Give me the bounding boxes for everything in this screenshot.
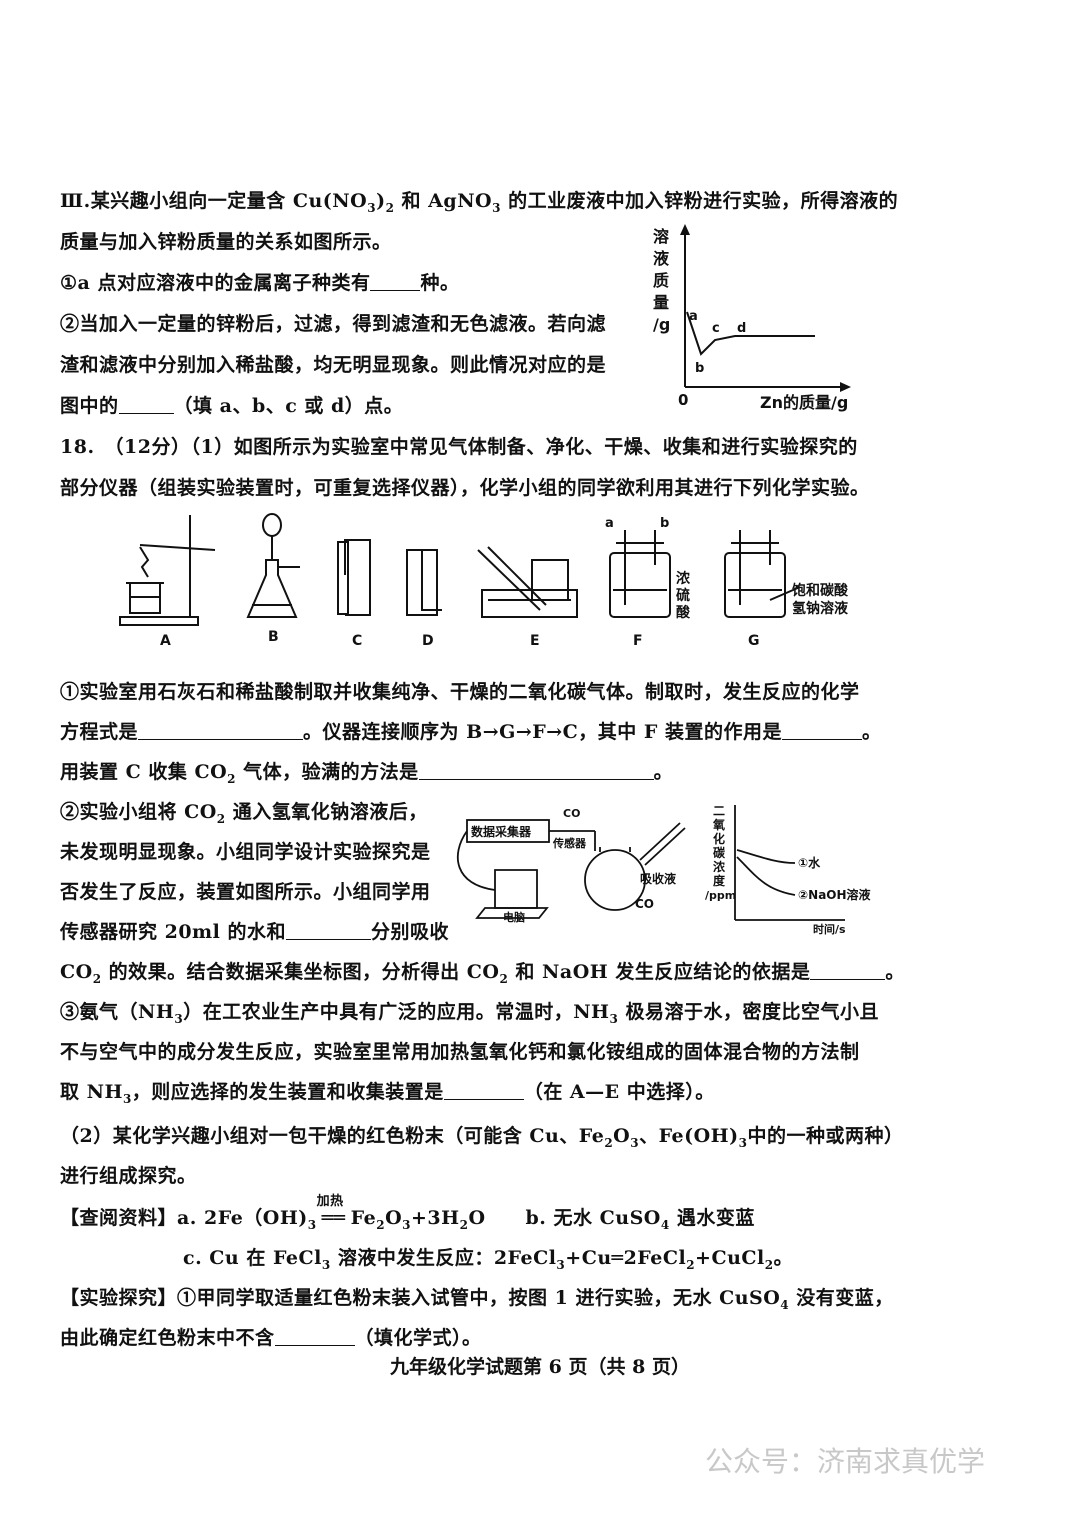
co2-sensor-label: CO [563, 807, 580, 820]
answer-blank[interactable] [810, 961, 886, 980]
page-footer: 九年级化学试题第 6 页（共 8 页） [390, 1356, 690, 1378]
svg-text:氧: 氧 [712, 817, 725, 832]
svg-text:液: 液 [653, 249, 670, 268]
point-b: b [695, 361, 704, 376]
section3-q2-line1: ②当加入一定量的锌粉后，过滤，得到滤渣和无色滤液。若向滤 [60, 313, 607, 335]
curve-water-label: ①水 [798, 855, 821, 870]
label-d: D [422, 633, 434, 649]
heat-condition: 加热 [316, 1194, 344, 1209]
svg-text:传感器: 传感器 [552, 836, 587, 850]
q18-line2: 部分仪器（组装实验装置时，可重复选择仪器），化学小组的同学欲利用其进行下列化学实… [60, 477, 870, 499]
x-axis-label: Zn的质量/g [760, 393, 848, 412]
answer-blank[interactable] [782, 721, 863, 740]
label-g: G [748, 633, 760, 649]
g-note: 饱和碳酸 [792, 582, 849, 599]
curve-naoh-label: ②NaOH溶液 [798, 887, 871, 902]
answer-blank[interactable] [138, 721, 304, 740]
answer-blank[interactable] [286, 921, 371, 940]
q18-i-line2: 方程式是。仪器连接顺序为 B→G→F→C，其中 F 装置的作用是。 [60, 721, 882, 743]
svg-text:/ppm: /ppm [705, 889, 736, 902]
label-e: E [530, 633, 540, 649]
section3-q2-line2: 渣和滤液中分别加入稀盐酸，均无明显现象。则此情况对应的是 [60, 354, 607, 376]
sensor-x-label: 时间/s [813, 922, 846, 936]
part2-line2: 进行组成探究。 [60, 1165, 197, 1187]
point-d: d [737, 321, 746, 336]
absorbent-label: 吸收液 [640, 871, 676, 886]
svg-text:化: 化 [713, 831, 725, 846]
sensor-setup-figure: 数据采集器 电脑 CO 传感器 吸收液 CO 二 氧 化 碳 浓 度 /ppm … [456, 804, 871, 936]
q18-ii-line4: 传感器研究 20ml 的水和分别吸收 [60, 921, 450, 943]
svg-text:硫: 硫 [676, 587, 690, 604]
port-a: a [605, 516, 614, 531]
computer-label: 电脑 [503, 910, 525, 924]
section3-q1: ①a 点对应溶液中的金属离子种类有种。 [60, 272, 460, 294]
watermark: 公众号：济南求真优学 [705, 1445, 986, 1478]
label-f: F [633, 633, 643, 649]
apparatus-figure: A B C D E F G a b 浓 硫 酸 饱和碳酸 氢钠溶液 [119, 513, 849, 649]
q18-ii-line1: ②实验小组将 CO2 通入氢氧化钠溶液后， [60, 801, 428, 826]
svg-text:度: 度 [713, 873, 726, 888]
svg-text:质: 质 [653, 271, 669, 290]
zinc-mass-graph: 溶 液 质 量 /g a b c d 0 Zn的质量/g [653, 224, 851, 412]
origin-label: 0 [678, 391, 688, 409]
q18-iii-line2: 不与空气中的成分发生反应，实验室里常用加热氢氧化钙和氯化铵组成的固体混合物的方法… [60, 1041, 860, 1063]
svg-text:碳: 碳 [713, 845, 726, 860]
answer-blank[interactable] [370, 272, 421, 291]
svg-text:浓: 浓 [713, 859, 726, 874]
q18-i-line1: ①实验室用石灰石和稀盐酸制取并收集纯净、干燥的二氧化碳气体。制取时，发生反应的化… [60, 681, 860, 703]
q18-ii-line3: 否发生了反应，装置如图所示。小组同学用 [60, 881, 431, 903]
q18-line1: 18. （12分）（1）如图所示为实验室中常见气体制备、净化、干燥、收集和进行实… [60, 436, 858, 458]
answer-blank[interactable] [443, 1081, 524, 1100]
q18-iii-line1: ③氨气（NH3）在工农业生产中具有广泛的应用。常温时，NH3 极易溶于水，密度比… [60, 1001, 879, 1026]
q18-iii-line3: 取 NH3，则应选择的发生装置和收集装置是（在 A—E 中选择）。 [60, 1081, 715, 1106]
experiment-line2: 由此确定红色粉末中不含（填化学式）。 [60, 1327, 482, 1349]
co2-label: CO [635, 897, 654, 911]
q18-i-line3: 用装置 C 收集 CO2 气体，验满的方法是。 [60, 761, 674, 786]
label-b: B [268, 629, 279, 645]
sensor-y-label: 二 [713, 804, 725, 818]
data-collector-label: 数据采集器 [471, 824, 532, 839]
svg-text:/g: /g [653, 315, 670, 334]
experiment-line1: 【实验探究】①甲同学取适量红色粉末装入试管中，按图 1 进行实验，无水 CuSO… [60, 1287, 894, 1312]
part2-line1: （2）某化学兴趣小组对一包干燥的红色粉末（可能含 Cu、Fe2O3、Fe(OH)… [60, 1125, 904, 1150]
answer-blank[interactable] [418, 761, 654, 780]
answer-blank[interactable] [118, 395, 174, 414]
section3-q2-line3: 图中的（填 a、b、c 或 d）点。 [60, 395, 404, 417]
svg-text:酸: 酸 [676, 604, 691, 621]
q18-ii-line2: 未发现明显现象。小组同学设计实验探究是 [60, 841, 431, 863]
port-b: b [660, 516, 669, 531]
section3-line1: Ⅲ.某兴趣小组向一定量含 Cu(NO3)2 和 AgNO3 的工业废液中加入锌粉… [60, 190, 899, 215]
point-a: a [689, 309, 698, 324]
point-c: c [712, 321, 720, 336]
answer-blank[interactable] [274, 1327, 355, 1346]
section3-line2: 质量与加入锌粉质量的关系如图所示。 [60, 231, 392, 253]
y-axis-label: 溶 [653, 227, 669, 246]
label-a: A [160, 633, 171, 649]
q18-ii-line5: CO2 的效果。结合数据采集坐标图，分析得出 CO2 和 NaOH 发生反应结论… [60, 961, 905, 986]
svg-text:氢钠溶液: 氢钠溶液 [792, 600, 849, 617]
reference-line2: c. Cu 在 FeCl3 溶液中发生反应：2FeCl3+Cu═2FeCl2+C… [183, 1247, 794, 1272]
svg-text:量: 量 [653, 293, 669, 312]
f-note: 浓 [676, 570, 691, 587]
label-c: C [352, 633, 362, 649]
